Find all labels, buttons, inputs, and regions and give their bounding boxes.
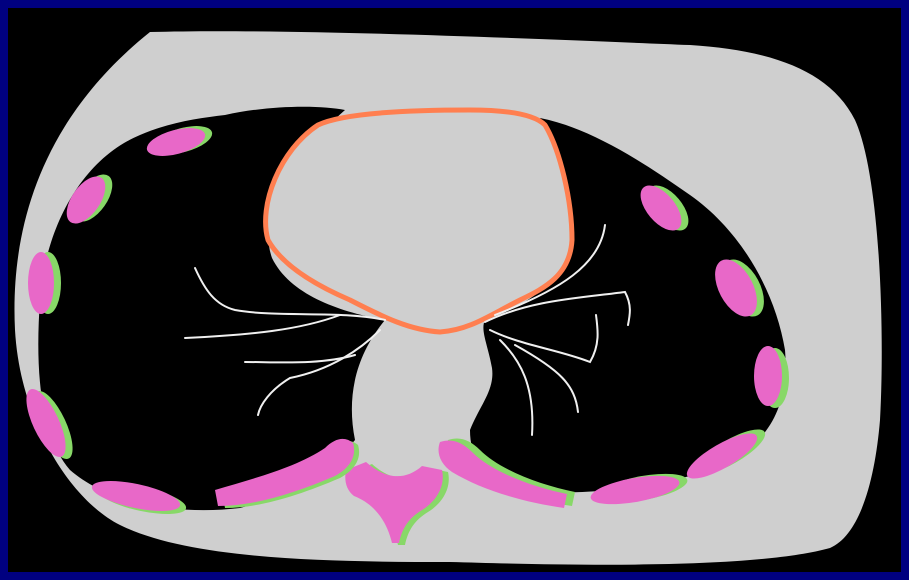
rib (754, 346, 789, 408)
rib (28, 252, 61, 314)
